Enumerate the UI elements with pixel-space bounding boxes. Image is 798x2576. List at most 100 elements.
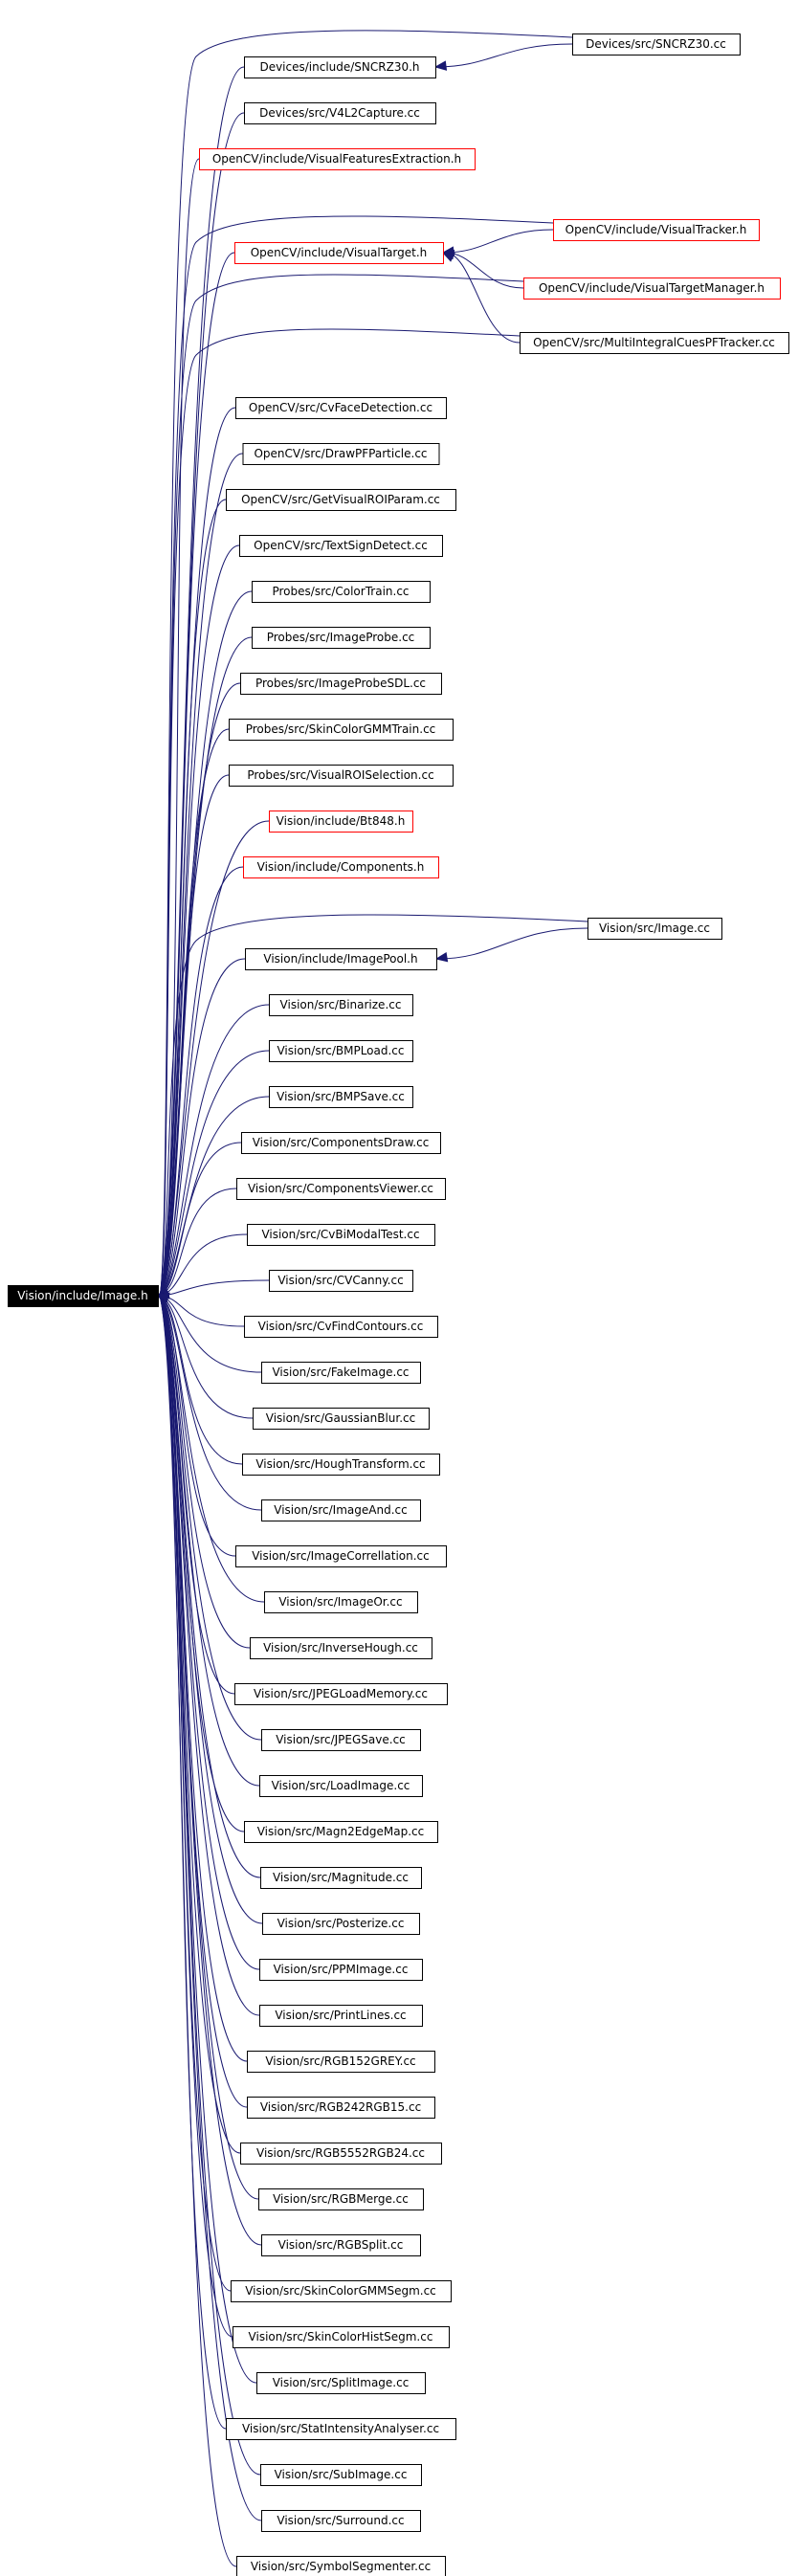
node-vision-src-splitimage[interactable]: Vision/src/SplitImage.cc <box>256 2372 426 2394</box>
node-opencv-src-textsigndetect[interactable]: OpenCV/src/TextSignDetect.cc <box>239 535 443 557</box>
node-box <box>244 1316 438 1338</box>
node-label: OpenCV/src/CvFaceDetection.cc <box>249 401 432 414</box>
node-label: Vision/src/CvBiModalTest.cc <box>261 1228 419 1241</box>
node-vision-src-gaussianblur[interactable]: Vision/src/GaussianBlur.cc <box>253 1408 430 1430</box>
node-box <box>269 811 413 833</box>
node-vision-src-imageand[interactable]: Vision/src/ImageAnd.cc <box>261 1499 421 1521</box>
node-label: Vision/src/CVCanny.cc <box>277 1274 403 1287</box>
node-vision-src-bmpsave[interactable]: Vision/src/BMPSave.cc <box>269 1086 413 1108</box>
node-box <box>244 102 436 124</box>
node-opencv-include-visualfeaturesextraction[interactable]: OpenCV/include/VisualFeaturesExtraction.… <box>199 148 476 170</box>
node-vision-src-image[interactable]: Vision/src/Image.cc <box>587 918 722 940</box>
node-vision-src-skincolorgmmsegm[interactable]: Vision/src/SkinColorGMMSegm.cc <box>231 2280 452 2302</box>
node-box <box>229 765 454 787</box>
node-label: Vision/include/Image.h <box>17 1289 147 1302</box>
node-vision-include-imagepool[interactable]: Vision/include/ImagePool.h <box>245 948 437 970</box>
node-vision-src-rgb242rgb15[interactable]: Vision/src/RGB242RGB15.cc <box>247 2097 435 2119</box>
node-vision-src-houghtransform[interactable]: Vision/src/HoughTransform.cc <box>242 1454 440 1476</box>
node-opencv-src-getvisualroiparam[interactable]: OpenCV/src/GetVisualROIParam.cc <box>226 489 456 511</box>
node-probes-src-colortrain[interactable]: Probes/src/ColorTrain.cc <box>252 581 431 603</box>
edge-vision-src-bmpsave-to-root <box>159 1096 270 1297</box>
node-vision-src-rgb5552rgb24[interactable]: Vision/src/RGB5552RGB24.cc <box>240 2143 442 2165</box>
node-vision-include-bt848[interactable]: Vision/include/Bt848.h <box>269 811 413 833</box>
node-vision-src-bmpload[interactable]: Vision/src/BMPLoad.cc <box>269 1040 413 1062</box>
node-devices-src-sncrz30[interactable]: Devices/src/SNCRZ30.cc <box>572 33 741 56</box>
node-box <box>242 443 440 465</box>
node-vision-src-imageor[interactable]: Vision/src/ImageOr.cc <box>264 1591 418 1613</box>
node-vision-src-componentsviewer[interactable]: Vision/src/ComponentsViewer.cc <box>236 1178 446 1200</box>
node-vision-src-printlines[interactable]: Vision/src/PrintLines.cc <box>259 2005 423 2027</box>
node-probes-src-imageprobesdl[interactable]: Probes/src/ImageProbeSDL.cc <box>240 673 442 695</box>
node-label: Vision/src/InverseHough.cc <box>263 1641 418 1654</box>
node-vision-src-binarize[interactable]: Vision/src/Binarize.cc <box>269 994 413 1016</box>
node-vision-src-magn2edgemap[interactable]: Vision/src/Magn2EdgeMap.cc <box>244 1821 438 1843</box>
node-label: Vision/src/FakeImage.cc <box>272 1366 409 1379</box>
node-vision-src-surround[interactable]: Vision/src/Surround.cc <box>261 2510 421 2532</box>
node-opencv-src-cvfacedetection[interactable]: OpenCV/src/CvFaceDetection.cc <box>235 397 447 419</box>
node-vision-src-jpegsave[interactable]: Vision/src/JPEGSave.cc <box>261 1729 421 1751</box>
node-opencv-include-visualtarget[interactable]: OpenCV/include/VisualTarget.h <box>234 242 444 264</box>
node-box <box>235 1545 447 1567</box>
node-devices-include-sncrz30[interactable]: Devices/include/SNCRZ30.h <box>244 56 436 78</box>
node-label: Vision/src/PPMImage.cc <box>274 1963 409 1976</box>
edge-vision-src-symbolsegmenter-to-root <box>159 1295 237 2567</box>
node-box <box>252 581 431 603</box>
node-vision-src-cvfindcontours[interactable]: Vision/src/CvFindContours.cc <box>244 1316 438 1338</box>
node-box <box>259 1959 423 1981</box>
node-devices-src-v4l2capture[interactable]: Devices/src/V4L2Capture.cc <box>244 102 436 124</box>
node-box <box>252 627 431 649</box>
edge-vision-src-skincolorgmmsegm-to-root <box>159 1295 232 2292</box>
node-vision-src-subimage[interactable]: Vision/src/SubImage.cc <box>260 2464 422 2486</box>
node-vision-src-rgb152grey[interactable]: Vision/src/RGB152GREY.cc <box>247 2051 435 2073</box>
node-vision-src-componentsdraw[interactable]: Vision/src/ComponentsDraw.cc <box>241 1132 441 1154</box>
node-vision-src-statintensityanalyser[interactable]: Vision/src/StatIntensityAnalyser.cc <box>226 2418 456 2440</box>
node-vision-src-jpegloadmemory[interactable]: Vision/src/JPEGLoadMemory.cc <box>234 1683 448 1705</box>
node-label: Vision/src/ImageOr.cc <box>278 1595 402 1609</box>
node-label: Probes/src/ColorTrain.cc <box>272 585 409 598</box>
node-probes-src-skincolorgmmtrain[interactable]: Probes/src/SkinColorGMMTrain.cc <box>229 719 454 741</box>
node-box <box>247 2097 435 2119</box>
edge-vision-src-gaussianblur-to-root <box>159 1295 254 1419</box>
node-vision-src-cvbimodaltest[interactable]: Vision/src/CvBiModalTest.cc <box>247 1224 435 1246</box>
edge-opencv-include-visualfeaturesextraction-to-root <box>159 158 200 1297</box>
node-root[interactable]: Vision/include/Image.h <box>8 1285 159 1307</box>
node-vision-src-fakeimage[interactable]: Vision/src/FakeImage.cc <box>261 1362 421 1384</box>
node-vision-src-loadimage[interactable]: Vision/src/LoadImage.cc <box>259 1775 423 1797</box>
node-label: Vision/src/GaussianBlur.cc <box>266 1411 416 1425</box>
node-vision-src-symbolsegmenter[interactable]: Vision/src/SymbolSegmenter.cc <box>236 2556 446 2576</box>
node-box <box>261 2234 421 2256</box>
node-vision-src-ppmimage[interactable]: Vision/src/PPMImage.cc <box>259 1959 423 1981</box>
node-vision-src-imagecorrellation[interactable]: Vision/src/ImageCorrellation.cc <box>235 1545 447 1567</box>
node-label: Vision/src/SplitImage.cc <box>273 2376 410 2389</box>
node-label: Devices/include/SNCRZ30.h <box>259 60 419 74</box>
node-vision-src-posterize[interactable]: Vision/src/Posterize.cc <box>262 1913 420 1935</box>
node-box <box>239 535 443 557</box>
node-box <box>553 219 760 241</box>
node-opencv-src-multiintegralcuespftracker[interactable]: OpenCV/src/MultiIntegralCuesPFTracker.cc <box>520 332 789 354</box>
node-opencv-src-drawpfparticle[interactable]: OpenCV/src/DrawPFParticle.cc <box>242 443 440 465</box>
node-vision-src-magnitude[interactable]: Vision/src/Magnitude.cc <box>260 1867 422 1889</box>
node-label: Vision/src/Surround.cc <box>277 2514 404 2527</box>
node-opencv-include-visualtargetmanager[interactable]: OpenCV/include/VisualTargetManager.h <box>523 278 781 300</box>
node-vision-src-rgbsplit[interactable]: Vision/src/RGBSplit.cc <box>261 2234 421 2256</box>
node-label: Vision/src/BMPLoad.cc <box>277 1044 404 1057</box>
node-label: Probes/src/ImageProbeSDL.cc <box>255 677 426 690</box>
node-box <box>269 1270 413 1292</box>
node-vision-src-skincolorhistsegm[interactable]: Vision/src/SkinColorHistSegm.cc <box>233 2326 450 2348</box>
node-label: Vision/src/SymbolSegmenter.cc <box>251 2560 431 2573</box>
nodes-layer: Devices/src/SNCRZ30.ccDevices/include/SN… <box>8 33 789 2576</box>
node-vision-src-cvcanny[interactable]: Vision/src/CVCanny.cc <box>269 1270 413 1292</box>
node-box <box>229 719 454 741</box>
edge-vision-src-houghtransform-to-root <box>159 1295 243 1465</box>
node-label: OpenCV/src/MultiIntegralCuesPFTracker.cc <box>533 336 775 349</box>
node-vision-src-rgbmerge[interactable]: Vision/src/RGBMerge.cc <box>258 2188 424 2210</box>
node-label: Devices/src/SNCRZ30.cc <box>586 37 726 51</box>
node-vision-include-components[interactable]: Vision/include/Components.h <box>243 856 439 878</box>
edge-vision-src-componentsdraw-to-root <box>159 1142 242 1297</box>
node-opencv-include-visualtracker[interactable]: OpenCV/include/VisualTracker.h <box>553 219 760 241</box>
node-probes-src-visualroiselection[interactable]: Probes/src/VisualROISelection.cc <box>229 765 454 787</box>
node-vision-src-inversehough[interactable]: Vision/src/InverseHough.cc <box>250 1637 432 1659</box>
node-probes-src-imageprobe[interactable]: Probes/src/ImageProbe.cc <box>252 627 431 649</box>
node-label: Vision/src/ComponentsViewer.cc <box>248 1182 433 1195</box>
node-label: Vision/src/Binarize.cc <box>280 998 402 1011</box>
